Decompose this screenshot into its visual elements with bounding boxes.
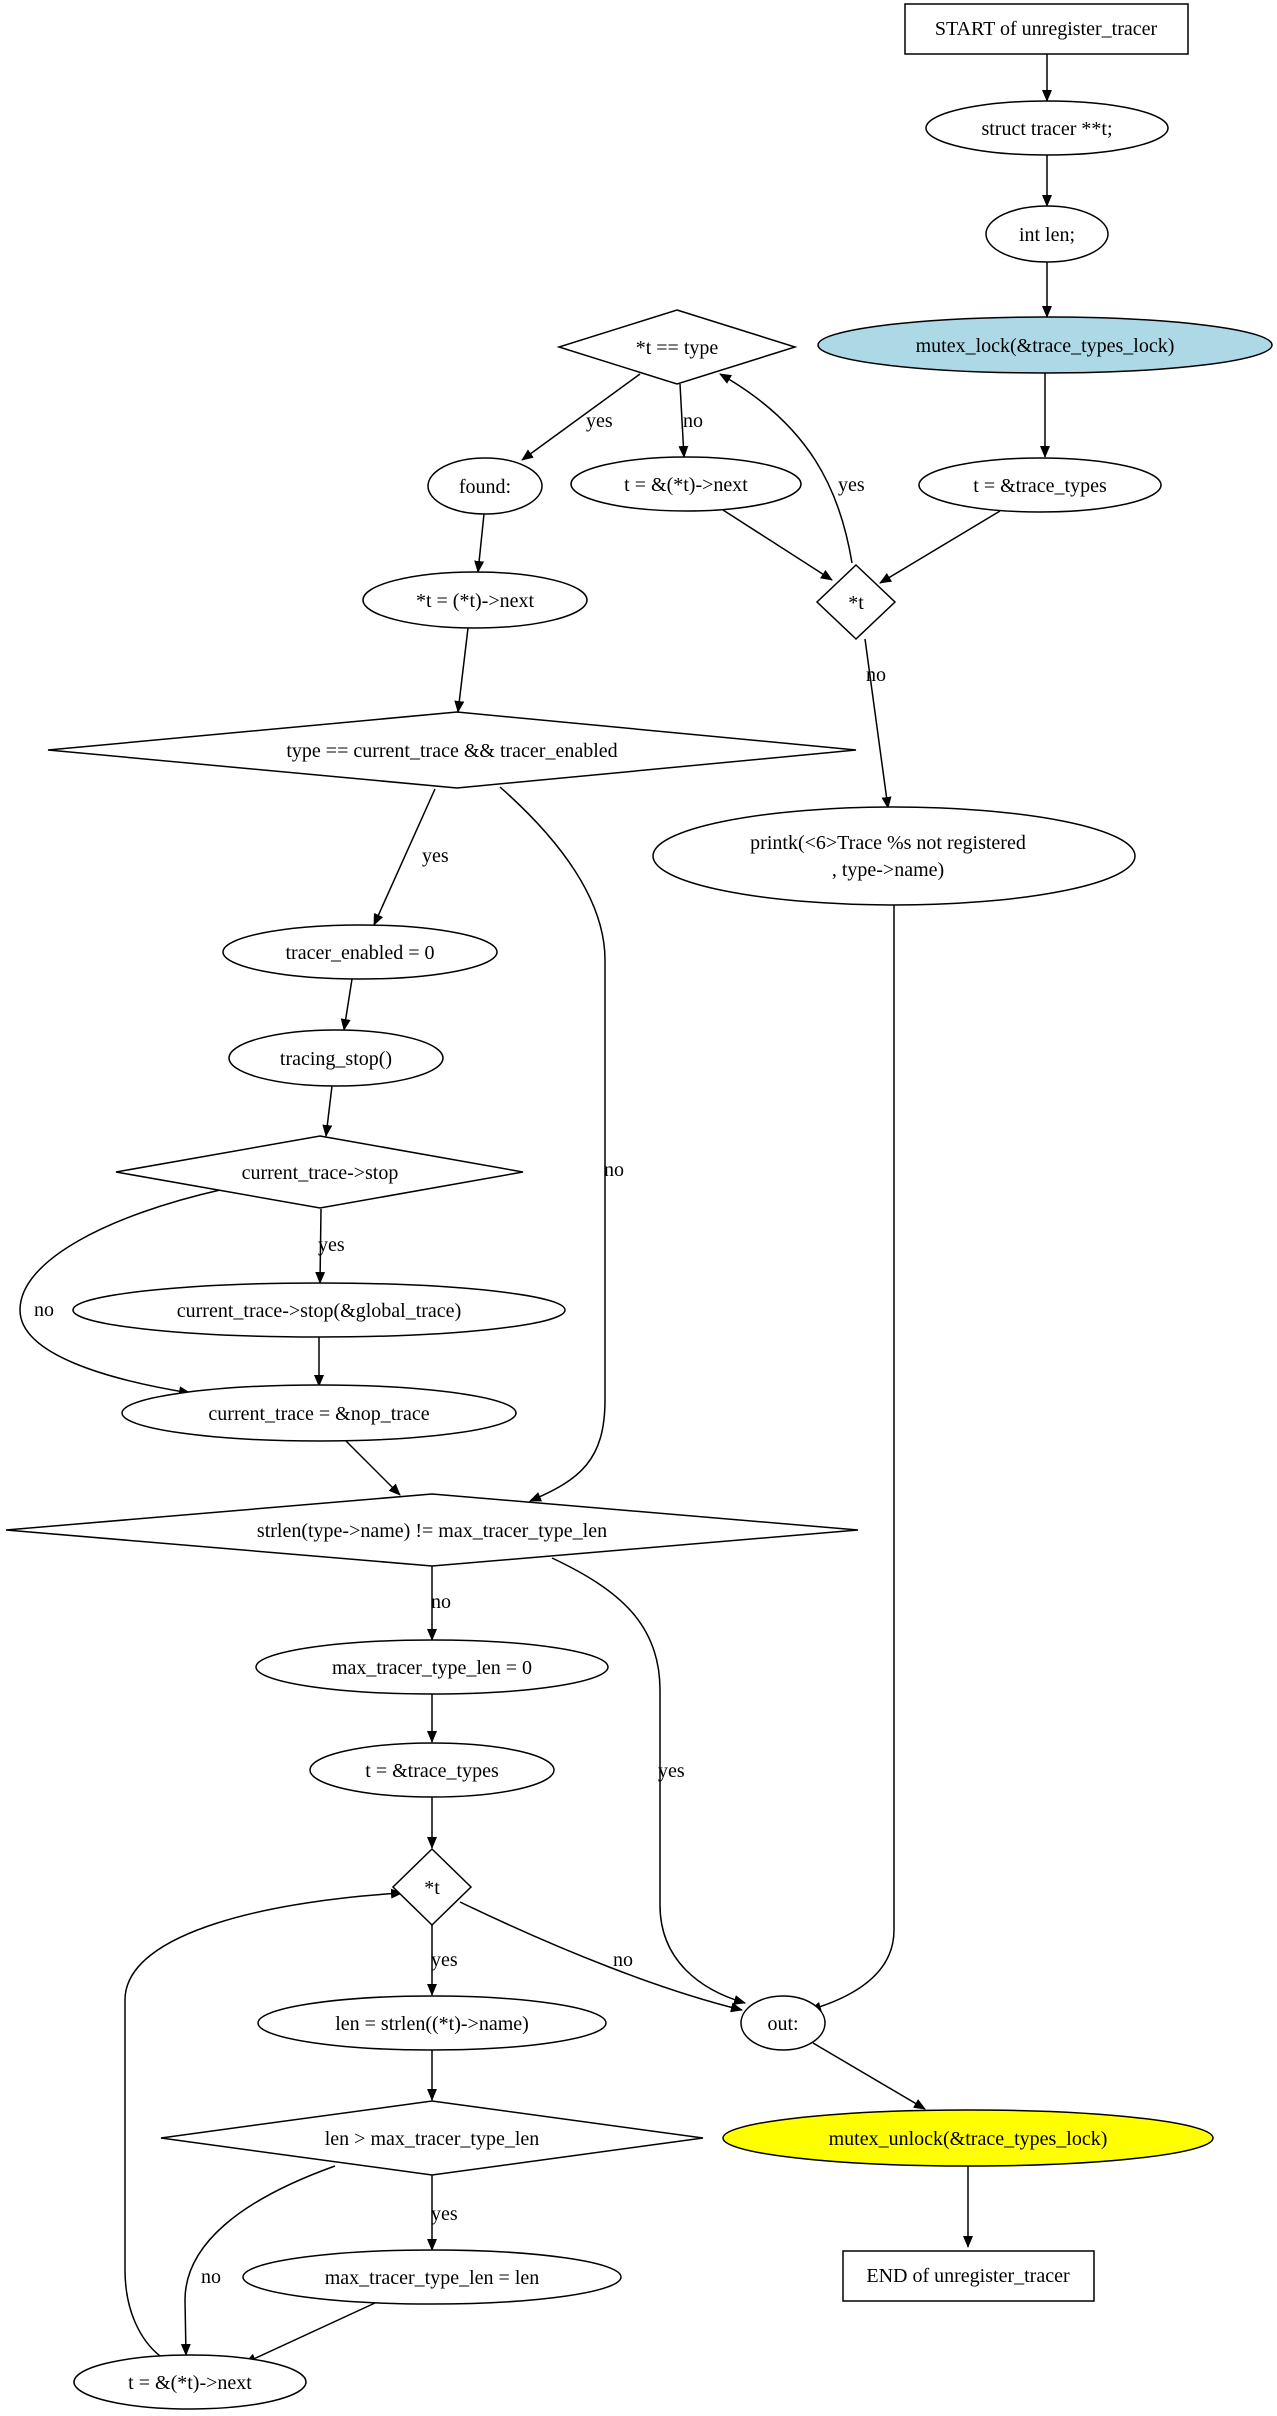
node-start: START of unregister_tracer — [904, 3, 1189, 55]
label-cond-current-no: no — [604, 1159, 624, 1181]
svg-text:struct tracer **t;: struct tracer **t; — [981, 118, 1112, 140]
edge-tracer-enabled0-to-tracing-stop — [340, 978, 353, 1031]
svg-text:START of unregister_tracer: START of unregister_tracer — [935, 18, 1158, 40]
label-cond-t2-yes: yes — [431, 1949, 458, 1971]
label-cond-len-yes: yes — [431, 2203, 458, 2225]
label-cond-type-yes: yes — [586, 410, 613, 432]
edge-t-next2-loop-to-cond-t2 — [124, 1888, 403, 2357]
edge-found-to-assign-next — [474, 513, 485, 573]
svg-text:len = strlen((*t)->name): len = strlen((*t)->name) — [335, 2013, 529, 2035]
edge-t-next1-to-cond-t1 — [722, 509, 833, 581]
svg-text:found:: found: — [459, 476, 511, 498]
node-t-init: t = &trace_types — [918, 457, 1162, 513]
svg-text:*t == type: *t == type — [636, 337, 719, 359]
node-cond-len: len > max_tracer_type_len — [160, 2100, 704, 2176]
label-cond-strlen-yes: yes — [658, 1760, 685, 1782]
node-max-zero: max_tracer_type_len = 0 — [255, 1639, 609, 1695]
node-assign-nop: current_trace = &nop_trace — [121, 1384, 517, 1442]
svg-text:out:: out: — [767, 2013, 798, 2035]
edge-cond-t1-no-to-printk — [864, 638, 892, 809]
svg-text:t = &trace_types: t = &trace_types — [365, 1760, 499, 1782]
svg-text:END of unregister_tracer: END of unregister_tracer — [866, 2265, 1070, 2287]
svg-text:max_tracer_type_len = 0: max_tracer_type_len = 0 — [332, 1657, 532, 1679]
node-cond-type: *t == type — [556, 309, 798, 385]
label-cond-len-no: no — [201, 2266, 221, 2288]
svg-text:*t: *t — [424, 1877, 440, 1899]
svg-text:type == current_trace && trace: type == current_trace && tracer_enabled — [286, 740, 617, 762]
label-cond-t1-no: no — [866, 664, 886, 686]
svg-text:t = &(*t)->next: t = &(*t)->next — [128, 2372, 252, 2394]
svg-text:*t: *t — [848, 592, 864, 614]
edge-cond-stop-yes-to-call-stop — [315, 1208, 326, 1284]
svg-text:tracing_stop(): tracing_stop() — [280, 1048, 392, 1070]
label-cond-type-no: no — [683, 410, 703, 432]
node-out: out: — [740, 1995, 826, 2051]
node-decl-t: struct tracer **t; — [925, 100, 1169, 156]
edge-max-len-to-t-next2 — [244, 2302, 376, 2364]
node-tracing-stop: tracing_stop() — [228, 1029, 444, 1087]
node-decl-len: int len; — [985, 205, 1109, 263]
node-max-len: max_tracer_type_len = len — [242, 2249, 622, 2305]
svg-text:tracer_enabled = 0: tracer_enabled = 0 — [286, 942, 435, 964]
node-cond-stop: current_trace->stop — [115, 1135, 524, 1209]
svg-text:mutex_unlock(&trace_types_lock: mutex_unlock(&trace_types_lock) — [829, 2128, 1108, 2150]
edge-cond-type-yes-to-found — [521, 373, 641, 461]
node-printk: printk(<6>Trace %s not registered , type… — [652, 806, 1136, 906]
svg-text:*t = (*t)->next: *t = (*t)->next — [416, 590, 535, 612]
edge-cond-t2-no-to-out — [459, 1901, 743, 2013]
edge-assign-next-to-cond-current — [454, 627, 469, 713]
svg-text:int len;: int len; — [1019, 224, 1075, 246]
label-cond-strlen-no: no — [431, 1591, 451, 1613]
node-found: found: — [427, 457, 543, 515]
edge-cond-strlen-yes-to-out — [551, 1557, 746, 2005]
svg-text:strlen(type->name) != max_trac: strlen(type->name) != max_tracer_type_le… — [257, 1520, 607, 1542]
edge-t-init-to-cond-t1 — [879, 510, 1001, 584]
svg-text:max_tracer_type_len = len: max_tracer_type_len = len — [325, 2267, 540, 2289]
node-call-stop: current_trace->stop(&global_trace) — [72, 1282, 566, 1338]
label-cond-current-yes: yes — [422, 845, 449, 867]
svg-text:printk(<6>Trace %s not registe: printk(<6>Trace %s not registered — [750, 832, 1026, 854]
node-cond-strlen: strlen(type->name) != max_tracer_type_le… — [5, 1493, 859, 1567]
svg-text:len > max_tracer_type_len: len > max_tracer_type_len — [325, 2128, 540, 2150]
svg-text:current_trace = &nop_trace: current_trace = &nop_trace — [208, 1403, 429, 1425]
node-t-next1: t = &(*t)->next — [570, 456, 802, 512]
node-assign-next: *t = (*t)->next — [362, 571, 588, 629]
edge-tracing-stop-to-cond-stop — [322, 1085, 333, 1137]
edge-cond-current-no-to-cond-strlen — [499, 786, 606, 1502]
svg-text:mutex_lock(&trace_types_lock): mutex_lock(&trace_types_lock) — [916, 335, 1175, 357]
edge-printk-to-out — [809, 905, 895, 2012]
edge-cond-current-yes-to-tracer-enabled0 — [373, 788, 436, 926]
label-cond-t2-no: no — [613, 1949, 633, 1971]
node-cond-t2: *t — [391, 1847, 473, 1927]
node-tracer-enabled0: tracer_enabled = 0 — [222, 924, 498, 980]
edge-cond-t1-yes-to-cond-type — [719, 373, 853, 564]
node-lock: mutex_lock(&trace_types_lock) — [817, 316, 1273, 374]
node-t-next2: t = &(*t)->next — [73, 2354, 307, 2410]
node-end: END of unregister_tracer — [842, 2250, 1095, 2302]
label-cond-stop-yes: yes — [318, 1234, 345, 1256]
node-cond-current: type == current_trace && tracer_enabled — [47, 711, 857, 789]
svg-text:t = &trace_types: t = &trace_types — [973, 475, 1107, 497]
svg-text:current_trace->stop(&global_tr: current_trace->stop(&global_trace) — [177, 1300, 461, 1322]
label-cond-t1-yes: yes — [838, 474, 865, 496]
edge-cond-type-no-to-t-next1 — [678, 383, 689, 458]
svg-text:, type->name): , type->name) — [832, 859, 944, 881]
node-unlock: mutex_unlock(&trace_types_lock) — [722, 2109, 1214, 2167]
svg-text:current_trace->stop: current_trace->stop — [242, 1162, 399, 1184]
svg-text:t = &(*t)->next: t = &(*t)->next — [624, 474, 748, 496]
node-t-init2: t = &trace_types — [309, 1742, 555, 1798]
node-cond-t1: *t — [815, 563, 897, 641]
node-len-assign: len = strlen((*t)->name) — [257, 1995, 607, 2051]
label-cond-stop-no: no — [34, 1299, 54, 1321]
edge-cond-len-no-to-t-next2 — [180, 2165, 336, 2356]
edge-cond-stop-no-to-assign-nop — [19, 1189, 221, 1397]
nodes: START of unregister_tracer struct tracer… — [5, 3, 1273, 2410]
edges — [19, 54, 1052, 2364]
edge-labels: yes no yes no yes no yes no no yes yes n… — [34, 410, 886, 2288]
edge-out-to-unlock — [812, 2042, 926, 2110]
edge-assign-nop-to-cond-strlen — [345, 1440, 401, 1496]
